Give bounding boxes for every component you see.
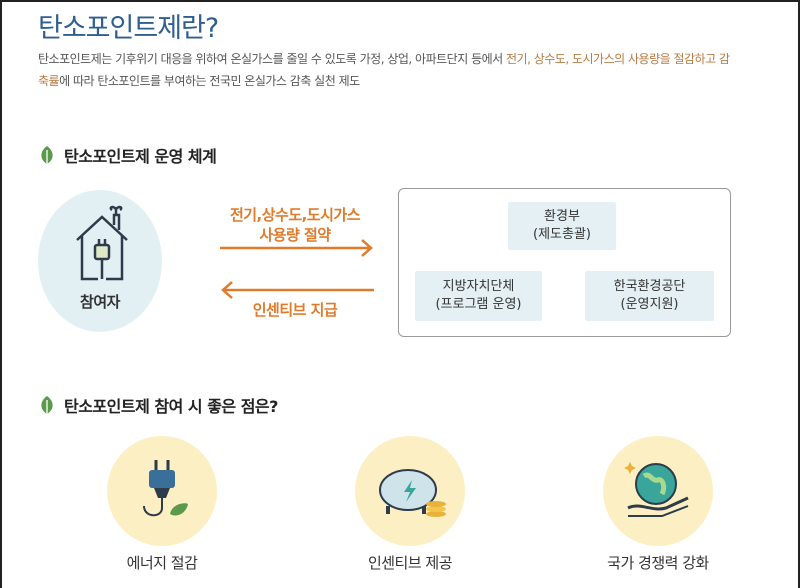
org-keco: 한국환경공단 (운영지원): [585, 271, 714, 321]
arrow-right-line1: 전기,상수도,도시가스: [229, 206, 361, 224]
org-role: (제도총괄): [533, 227, 591, 242]
section-heading-text: 탄소포인트제 운영 체계: [64, 147, 217, 166]
benefit-label: 인센티브 제공: [367, 554, 453, 572]
description-text: 탄소포인트제는 기후위기 대응을 위하여 온실가스를 줄일 수 있도록 가정, …: [38, 52, 507, 66]
flow-arrows: [220, 239, 374, 299]
org-role: (운영지원): [620, 297, 679, 312]
section-heading-text: 탄소포인트제 참여 시 좋은 점은?: [64, 397, 278, 416]
piggy-bank-icon: [379, 469, 446, 517]
description-line-2: 축률에 따라 탄소포인트를 부여하는 전국민 온실가스 감축 실천 제도: [38, 72, 360, 89]
description-text: 에 따라 탄소포인트를 부여하는 전국민 온실가스 감축 실천 제도: [59, 74, 360, 88]
arrow-left-label: 인센티브 지급: [252, 301, 338, 319]
plug-leaf-icon: [143, 460, 188, 517]
house-plug-icon: [76, 205, 128, 281]
benefit-label: 에너지 절감: [126, 554, 198, 572]
org-local-government: 지방자치단체 (프로그램 운영): [415, 271, 542, 321]
leaf-icon: [41, 146, 53, 164]
page-title: 탄소포인트제란?: [38, 13, 219, 44]
org-ministry: 환경부 (제도총괄): [508, 202, 616, 250]
leaf-icon: [41, 396, 53, 414]
participant-label: 참여자: [80, 293, 120, 311]
org-name: 한국환경공단: [613, 279, 686, 294]
arrow-right-icon: [220, 239, 373, 257]
arrow-left-icon: [221, 281, 374, 299]
org-role: (프로그램 운영): [435, 297, 522, 312]
org-name: 지방자치단체: [442, 279, 515, 294]
section-heading-benefits: 탄소포인트제 참여 시 좋은 점은?: [38, 393, 278, 417]
participant-circle: [38, 190, 162, 332]
description-highlight: 전기, 상수도, 도시가스의 사용량을 절감하고 감: [506, 52, 730, 66]
section-heading-operation: 탄소포인트제 운영 체계: [38, 143, 217, 167]
description-line-1: 탄소포인트제는 기후위기 대응을 위하여 온실가스를 줄일 수 있도록 가정, …: [38, 50, 730, 67]
globe-hand-icon: [624, 462, 689, 517]
org-name: 환경부: [544, 209, 580, 224]
benefit-label: 국가 경쟁력 강화: [607, 554, 709, 572]
organization-box: [398, 188, 731, 337]
description-highlight: 축률: [38, 74, 60, 88]
arrow-right-line2: 사용량 절약: [259, 226, 331, 244]
